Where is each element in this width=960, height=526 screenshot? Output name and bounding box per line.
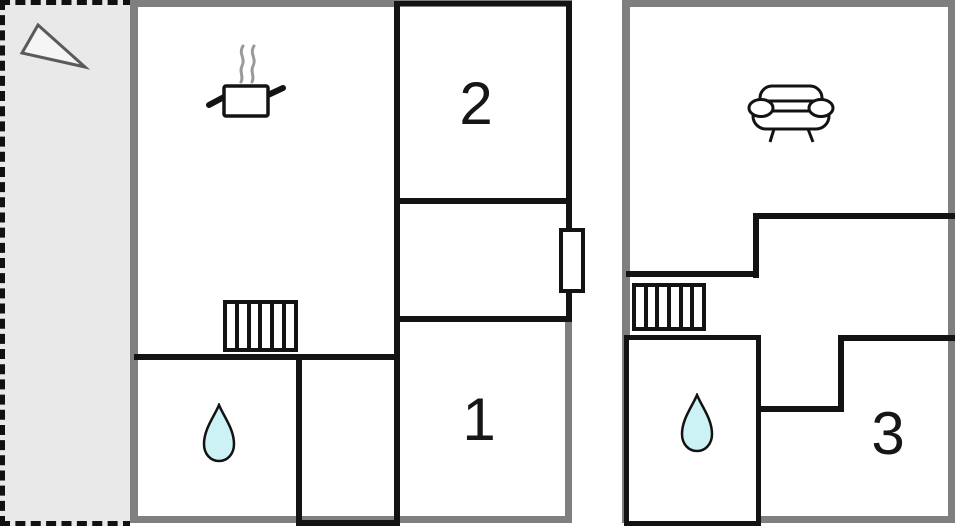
- room-label-1: 1: [462, 386, 496, 453]
- wall-segment: [394, 1, 572, 6]
- wall-segment: [622, 0, 630, 523]
- wall-segment: [753, 213, 955, 219]
- wall-segment: [296, 354, 302, 526]
- wall-segment: [394, 316, 572, 322]
- stairs-icon: [223, 300, 298, 352]
- wall-segment: [626, 271, 759, 277]
- stair-step: [648, 287, 660, 327]
- stair-step: [286, 304, 294, 348]
- terrace-area: [0, 0, 133, 526]
- sofa-icon: [747, 84, 835, 143]
- stair-step: [659, 287, 672, 327]
- direction-triangle-icon: [19, 22, 91, 70]
- wall-segment: [755, 406, 844, 412]
- wall-segment: [838, 335, 955, 341]
- wall-segment: [622, 0, 955, 7]
- room-label-2: 2: [459, 70, 493, 137]
- wall-segment: [622, 516, 955, 523]
- water-drop-icon: [680, 393, 714, 453]
- stair-step: [227, 304, 239, 348]
- wall-segment: [130, 0, 138, 523]
- wall-segment: [948, 0, 955, 523]
- wall-segment: [566, 1, 572, 321]
- ground-floor-plan: 2 1: [130, 0, 585, 526]
- stair-step: [636, 287, 648, 327]
- stair-step: [239, 304, 251, 348]
- wall-segment: [130, 516, 572, 523]
- wall-segment: [394, 1, 400, 526]
- cooking-pot-icon: [206, 44, 286, 118]
- stairs-icon: [632, 283, 706, 331]
- wall-segment: [130, 0, 572, 7]
- stair-step: [251, 304, 263, 348]
- stair-step: [671, 287, 683, 327]
- upper-floor-plan: 3: [622, 0, 955, 526]
- wall-segment: [394, 198, 572, 204]
- stair-step: [694, 287, 702, 327]
- wall-segment: [296, 520, 400, 526]
- wall-segment: [565, 321, 572, 523]
- stair-step: [683, 287, 695, 327]
- stair-step: [274, 304, 287, 348]
- wall-segment: [838, 335, 844, 411]
- stair-step: [262, 304, 275, 348]
- water-drop-icon: [202, 403, 236, 463]
- window-marker: [559, 228, 585, 293]
- wall-segment: [753, 213, 759, 278]
- room-label-3: 3: [871, 400, 905, 467]
- wall-segment: [134, 354, 400, 360]
